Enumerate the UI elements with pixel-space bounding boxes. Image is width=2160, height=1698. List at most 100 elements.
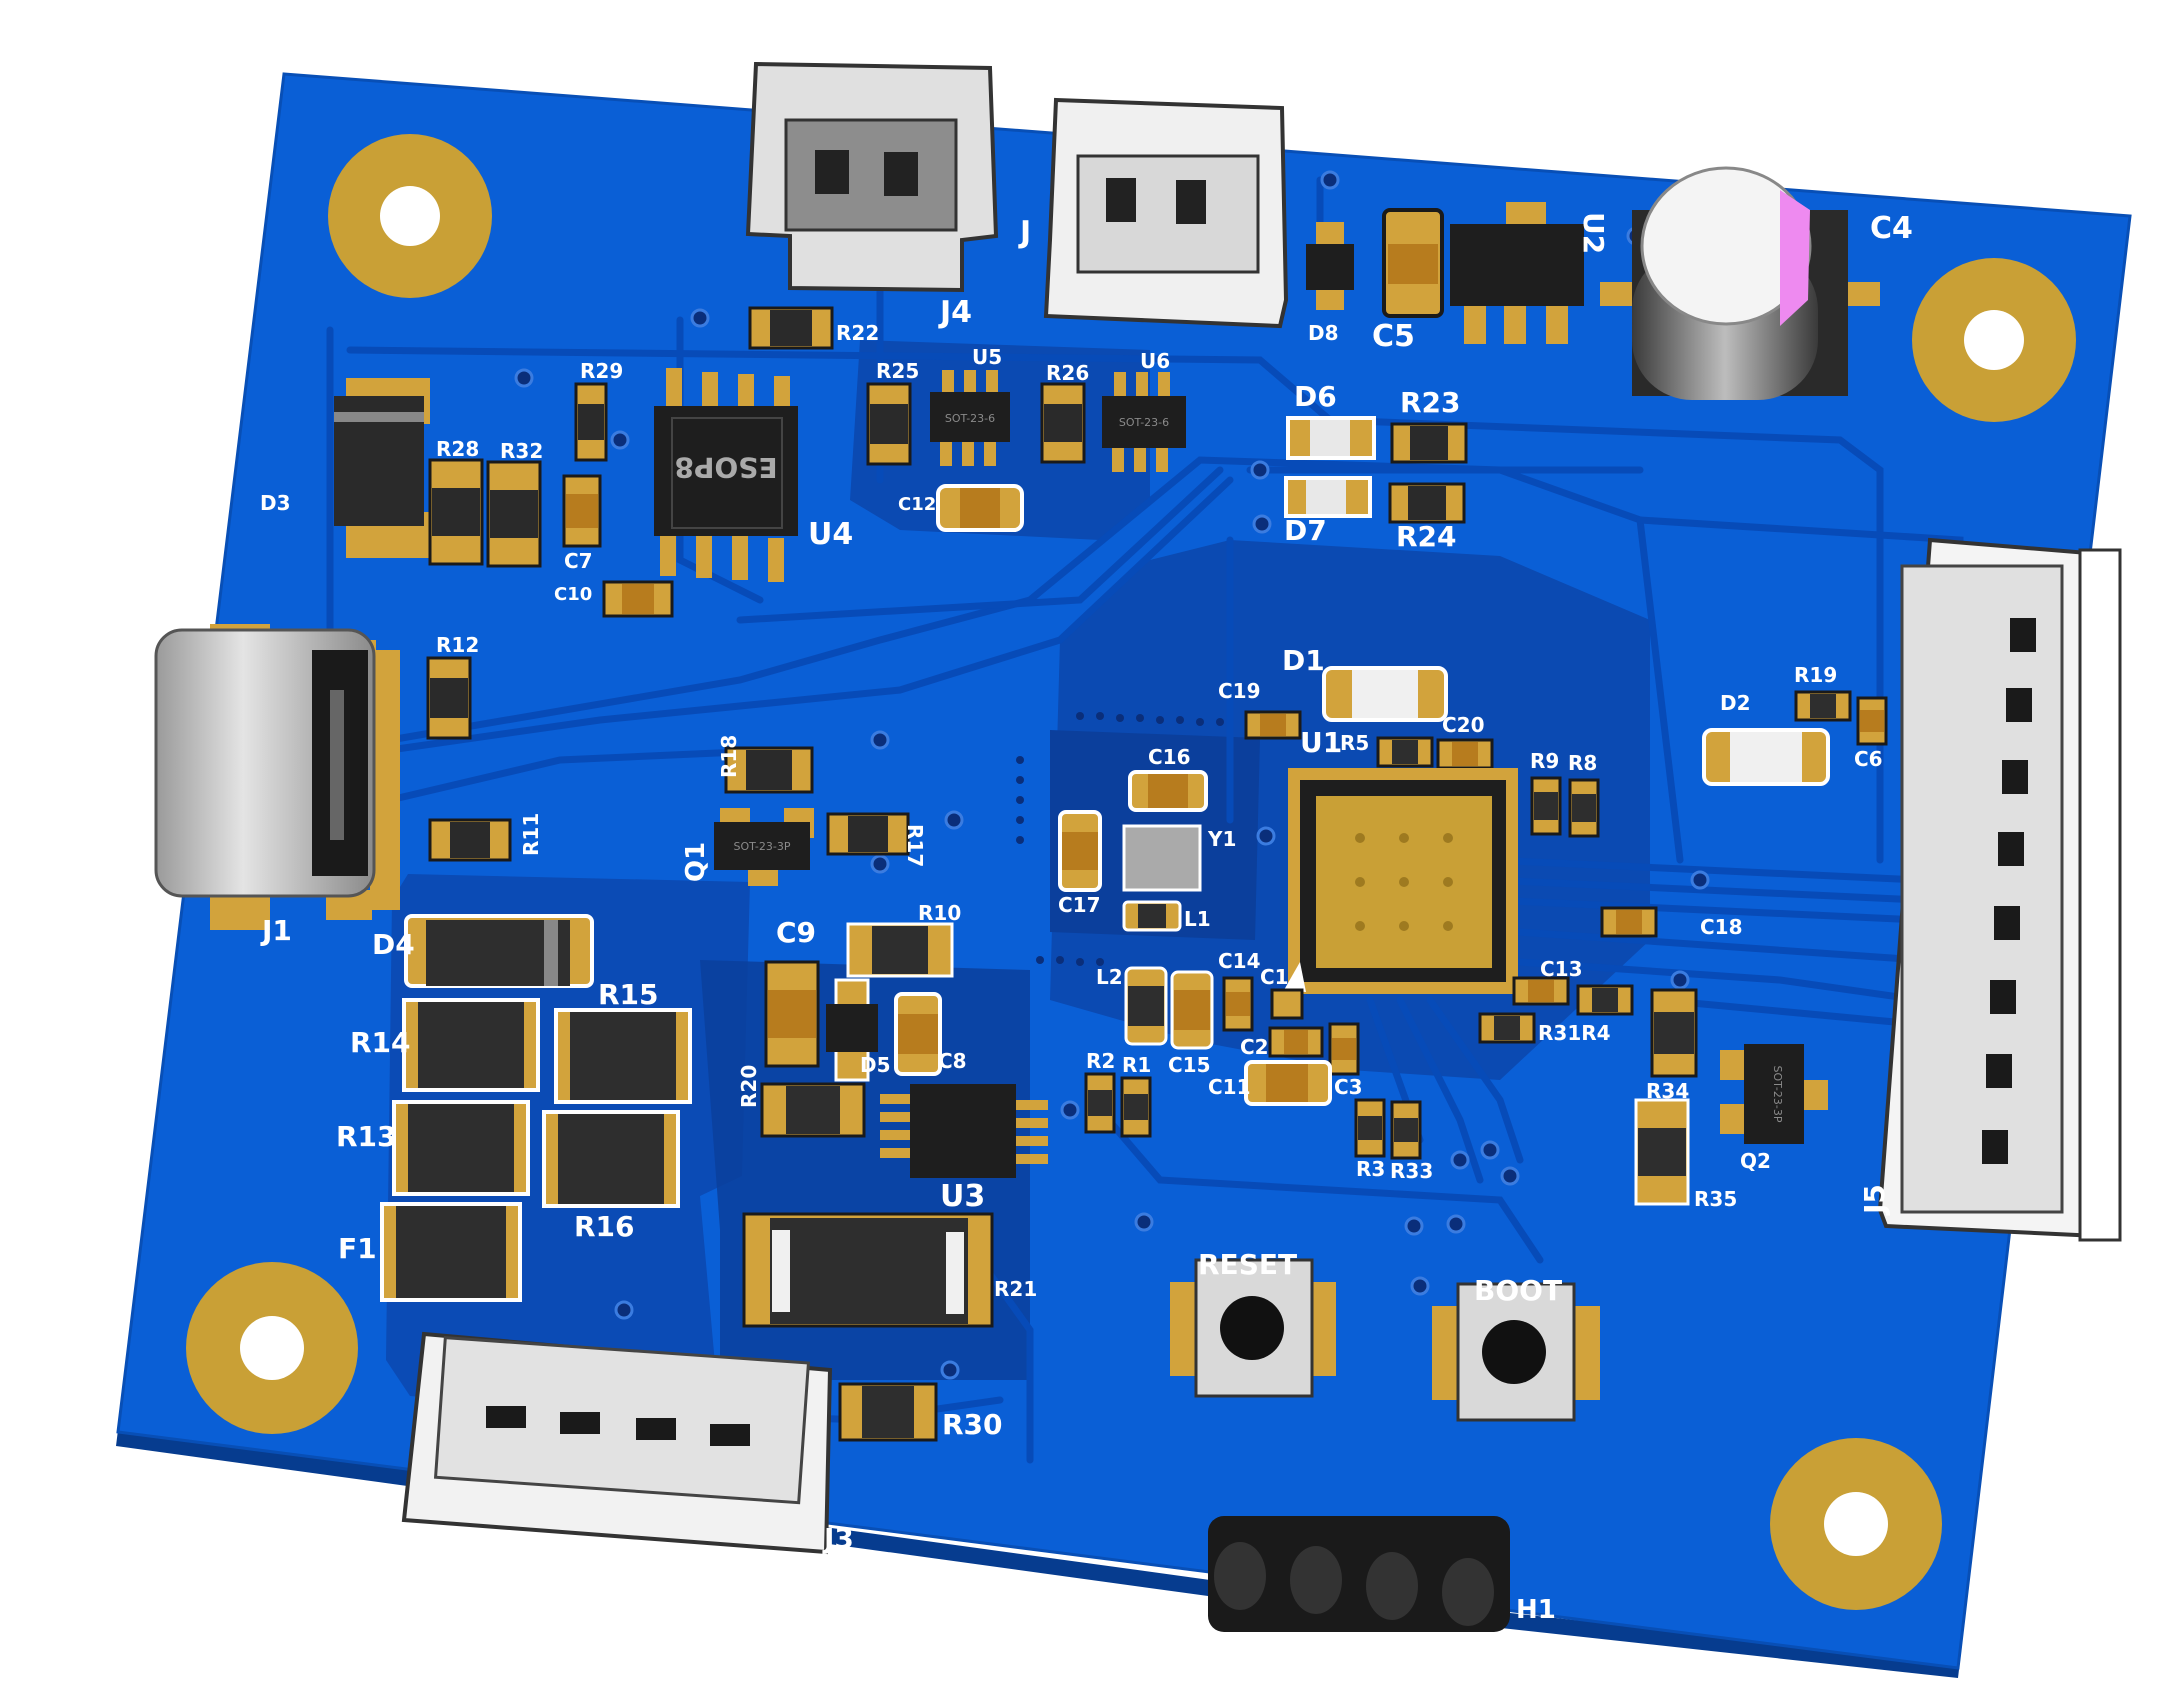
- traces: [326, 176, 1994, 1464]
- label-R28: R28: [436, 437, 479, 461]
- label-reset: RESET: [1198, 1248, 1297, 1281]
- label-R20: R20: [737, 1065, 761, 1108]
- capacitor-C5: [1382, 208, 1444, 318]
- label-C1: C1: [1260, 965, 1289, 989]
- boot-button[interactable]: [1432, 1282, 1600, 1422]
- label-U2: U2: [1577, 212, 1610, 254]
- resistor-R24: [1388, 482, 1466, 524]
- label-U3: U3: [940, 1179, 985, 1214]
- resistor-R30: [838, 1382, 938, 1442]
- mounting-hole-bottom-right: [1770, 1438, 1942, 1610]
- label-R18: R18: [717, 735, 741, 778]
- label-R15: R15: [598, 978, 659, 1011]
- label-U1: U1: [1300, 726, 1342, 759]
- resistor-R10: [846, 922, 954, 978]
- capacitor-C6: [1856, 696, 1888, 746]
- resistor-R13: [392, 1100, 530, 1196]
- label-R21: R21: [994, 1277, 1037, 1301]
- resistor-R25: [866, 382, 912, 466]
- label-boot: BOOT: [1474, 1274, 1562, 1307]
- silk-q1-package: SOT-23-3P: [734, 840, 791, 853]
- label-R2: R2: [1086, 1049, 1115, 1073]
- resistor-R5: [1376, 736, 1434, 768]
- label-D5: D5: [860, 1053, 891, 1077]
- capacitor-C4: [1600, 166, 1880, 400]
- label-R34: R34: [1646, 1079, 1689, 1103]
- silkscreen-labels: J4 J D8 C5 U2 C4 D3 R29 R28 R32 C7 C10 U…: [260, 211, 1913, 1625]
- label-R9: R9: [1530, 749, 1559, 773]
- inductor-L1: [1122, 900, 1182, 932]
- label-C8: C8: [938, 1049, 967, 1073]
- crystal-Y1: [1122, 824, 1202, 892]
- label-D2: D2: [1720, 691, 1751, 715]
- capacitor-C8: [894, 992, 942, 1076]
- silk-u6-package: SOT-23-6: [1119, 416, 1169, 429]
- resistor-R28: [428, 458, 484, 566]
- resistor-R18: [724, 746, 814, 794]
- label-C6: C6: [1854, 747, 1883, 771]
- mounting-hole-top-left: [328, 134, 492, 298]
- label-D8: D8: [1308, 321, 1339, 345]
- resistor-R2: [1084, 1072, 1116, 1134]
- led-D7: [1284, 476, 1372, 518]
- resistor-R3: [1354, 1098, 1386, 1158]
- label-R24: R24: [1396, 520, 1457, 553]
- label-Q1: Q1: [681, 842, 711, 882]
- capacitor-C16: [1128, 770, 1208, 812]
- resistor-R23: [1390, 422, 1468, 464]
- label-J1: J1: [260, 914, 292, 947]
- connector-J3: [401, 1331, 833, 1555]
- resistor-R19: [1794, 690, 1852, 722]
- label-R5: R5: [1340, 731, 1369, 755]
- resistor-R14: [402, 998, 540, 1092]
- connector-J5: [1877, 537, 2122, 1242]
- label-R8: R8: [1568, 751, 1597, 775]
- capacitor-C18: [1600, 906, 1658, 938]
- label-C14: C14: [1218, 949, 1261, 973]
- label-R12: R12: [436, 633, 479, 657]
- label-R25: R25: [876, 359, 919, 383]
- resistor-R8: [1568, 778, 1600, 838]
- resistor-R9: [1530, 776, 1562, 836]
- capacitor-C2: [1268, 1026, 1324, 1058]
- fuse-F1: [380, 1202, 522, 1302]
- resistor-R34: [1650, 988, 1698, 1078]
- label-C2: C2: [1240, 1035, 1269, 1059]
- usb-c-J1: [154, 624, 400, 930]
- label-D4: D4: [372, 928, 415, 961]
- resistor-R35: [1634, 1098, 1690, 1206]
- label-U4: U4: [808, 517, 853, 552]
- diode-D4: [404, 914, 594, 988]
- label-R29: R29: [580, 359, 623, 383]
- label-Y1: Y1: [1207, 827, 1236, 851]
- label-L2: L2: [1096, 965, 1123, 989]
- label-R32: R32: [500, 439, 543, 463]
- label-R30: R30: [942, 1408, 1003, 1441]
- label-R14: R14: [350, 1026, 411, 1059]
- capacitor-C3: [1328, 1022, 1360, 1076]
- led-D2: [1702, 728, 1830, 786]
- diode-D8: [1306, 222, 1354, 310]
- capacitor-C14: [1222, 976, 1254, 1032]
- resistor-R12: [426, 656, 472, 740]
- label-R33: R33: [1390, 1159, 1433, 1183]
- ic-U5: SOT-23-6: [930, 370, 1010, 466]
- reset-button[interactable]: [1170, 1258, 1336, 1398]
- label-R17: R17: [903, 824, 927, 867]
- led-D1: [1322, 666, 1448, 722]
- label-D1: D1: [1282, 644, 1325, 677]
- ic-U3: [880, 1084, 1048, 1178]
- mounting-hole-bottom-left: [186, 1262, 358, 1434]
- label-L1: L1: [1184, 907, 1211, 931]
- pin-header-H1: [1208, 1516, 1510, 1632]
- label-R35: R35: [1694, 1187, 1737, 1211]
- via-stitching: [1016, 712, 1224, 966]
- label-C4: C4: [1870, 211, 1913, 246]
- label-D3: D3: [260, 491, 291, 515]
- label-R1: R1: [1122, 1053, 1151, 1077]
- label-R19: R19: [1794, 663, 1837, 687]
- silk-q2-package: SOT-23-3P: [1771, 1066, 1784, 1123]
- label-C17: C17: [1058, 893, 1101, 917]
- label-J4: J4: [938, 295, 972, 330]
- ic-U6: SOT-23-6: [1102, 372, 1186, 472]
